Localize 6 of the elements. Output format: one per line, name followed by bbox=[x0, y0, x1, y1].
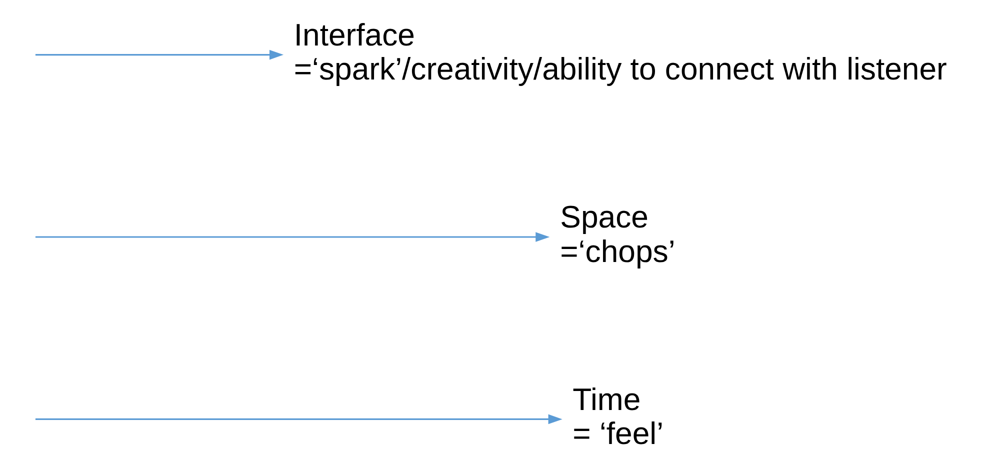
arrow bbox=[35, 50, 284, 60]
arrow bbox=[35, 414, 562, 424]
arrow bbox=[35, 232, 550, 242]
node-text: Interface =‘spark’/creativity/ability to connect with listener bbox=[294, 17, 947, 87]
node-text: Space =‘chops’ bbox=[560, 200, 676, 269]
node-text: Time = ‘feel’ bbox=[572, 382, 664, 452]
